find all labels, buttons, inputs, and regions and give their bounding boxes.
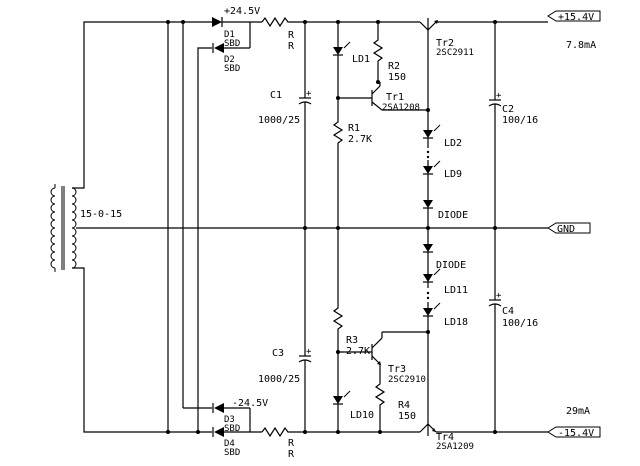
diode-d2	[212, 43, 224, 53]
led-ld11	[423, 268, 441, 288]
transformer-label: 15-0-15	[80, 209, 122, 220]
capacitor-c2: +	[488, 22, 502, 228]
svg-text:+: +	[306, 89, 312, 99]
tr1-label: Tr1	[386, 92, 404, 103]
d4-type: SBD	[224, 448, 240, 458]
capacitor-c1: +	[298, 22, 312, 228]
gnd-terminal	[547, 222, 591, 234]
resistor-r3	[332, 228, 344, 352]
d1-label: D1	[224, 30, 235, 40]
ld18-label: LD18	[444, 317, 468, 328]
resistor-r2	[372, 22, 384, 82]
resistor-r-top	[261, 16, 305, 28]
ld11-label: LD11	[444, 285, 468, 296]
r2-value: 150	[388, 72, 406, 83]
diode-bottom	[423, 244, 433, 274]
led-ld1	[333, 22, 351, 98]
ld10-label: LD10	[350, 410, 374, 421]
diode-d1	[212, 17, 262, 27]
transformer: 15-0-15	[50, 21, 548, 433]
diode-d3	[212, 403, 224, 413]
neg-output-terminal	[547, 426, 601, 438]
resistor-r4	[374, 372, 386, 432]
tr4-part: 2SA1209	[436, 442, 474, 452]
ld1-label: LD1	[352, 54, 370, 65]
c3-label: C3	[272, 348, 284, 359]
diode-top-label: DIODE	[438, 210, 468, 221]
diode-bottom-label: DIODE	[436, 260, 466, 271]
neg-current-label: 29mA	[566, 406, 590, 417]
tr3-label: Tr3	[388, 364, 406, 375]
diode-d4	[212, 427, 262, 437]
ld2-label: LD2	[444, 138, 462, 149]
r-top-label-b: R	[288, 41, 295, 52]
capacitor-c4: +	[488, 228, 502, 432]
d3-type: SBD	[224, 424, 240, 434]
svg-text:+: +	[496, 91, 502, 101]
neg-out-label: -15.4V	[558, 428, 594, 439]
transistor-tr3	[371, 331, 428, 372]
diode-top	[423, 200, 433, 244]
r4-label: R4	[398, 400, 410, 411]
c1-label: C1	[270, 90, 282, 101]
c2-label: C2	[502, 104, 514, 115]
r3-label: R3	[346, 335, 358, 346]
r-bot-label-a: R	[288, 438, 295, 449]
pos-output-terminal	[547, 10, 601, 22]
r1-value: 2.7K	[348, 134, 372, 145]
c2-value: 100/16	[502, 115, 538, 126]
led-dots-bottom	[426, 291, 430, 308]
transistor-tr1	[371, 80, 428, 111]
tr2-label: Tr2	[436, 38, 454, 49]
c4-value: 100/16	[502, 318, 538, 329]
d2-label: D2	[224, 55, 235, 65]
svg-text:+: +	[496, 291, 502, 301]
r4-value: 150	[398, 411, 416, 422]
led-ld18	[423, 302, 441, 418]
gnd-label: GND	[557, 224, 575, 235]
pos-raw-label: +24.5V	[224, 6, 260, 17]
c3-value: 1000/25	[258, 374, 300, 385]
c4-label: C4	[502, 306, 514, 317]
tr3-part: 2SC2910	[388, 375, 426, 385]
led-ld10	[333, 352, 351, 432]
ld9-label: LD9	[444, 169, 462, 180]
r-top-label-a: R	[288, 30, 295, 41]
tr2-part: 2SC2911	[436, 48, 474, 58]
pos-out-label: +15.4V	[558, 12, 594, 23]
resistor-r1	[332, 98, 344, 228]
rectifier-wiring	[166, 20, 251, 434]
resistor-r-bottom	[261, 426, 305, 438]
transistor-tr4	[419, 418, 548, 436]
tr1-part: 2SA1208	[382, 103, 420, 113]
led-ld9	[423, 160, 441, 200]
r1-label: R1	[348, 123, 360, 134]
neg-raw-label: -24.5V	[232, 398, 268, 409]
d2-type: SBD	[224, 64, 240, 74]
d3-label: D3	[224, 415, 235, 425]
pos-current-label: 7.8mA	[566, 40, 596, 51]
r-bot-label-b: R	[288, 449, 295, 460]
led-dots-top	[426, 150, 430, 166]
svg-text:+: +	[306, 347, 312, 357]
tr4-label: Tr4	[436, 432, 454, 443]
d4-label: D4	[224, 439, 235, 449]
d1-type: SBD	[224, 39, 240, 49]
led-ld2	[423, 124, 441, 148]
capacitor-c3: +	[298, 228, 312, 432]
c1-value: 1000/25	[258, 115, 300, 126]
transistor-tr2	[419, 18, 548, 130]
r2-label: R2	[388, 61, 400, 72]
